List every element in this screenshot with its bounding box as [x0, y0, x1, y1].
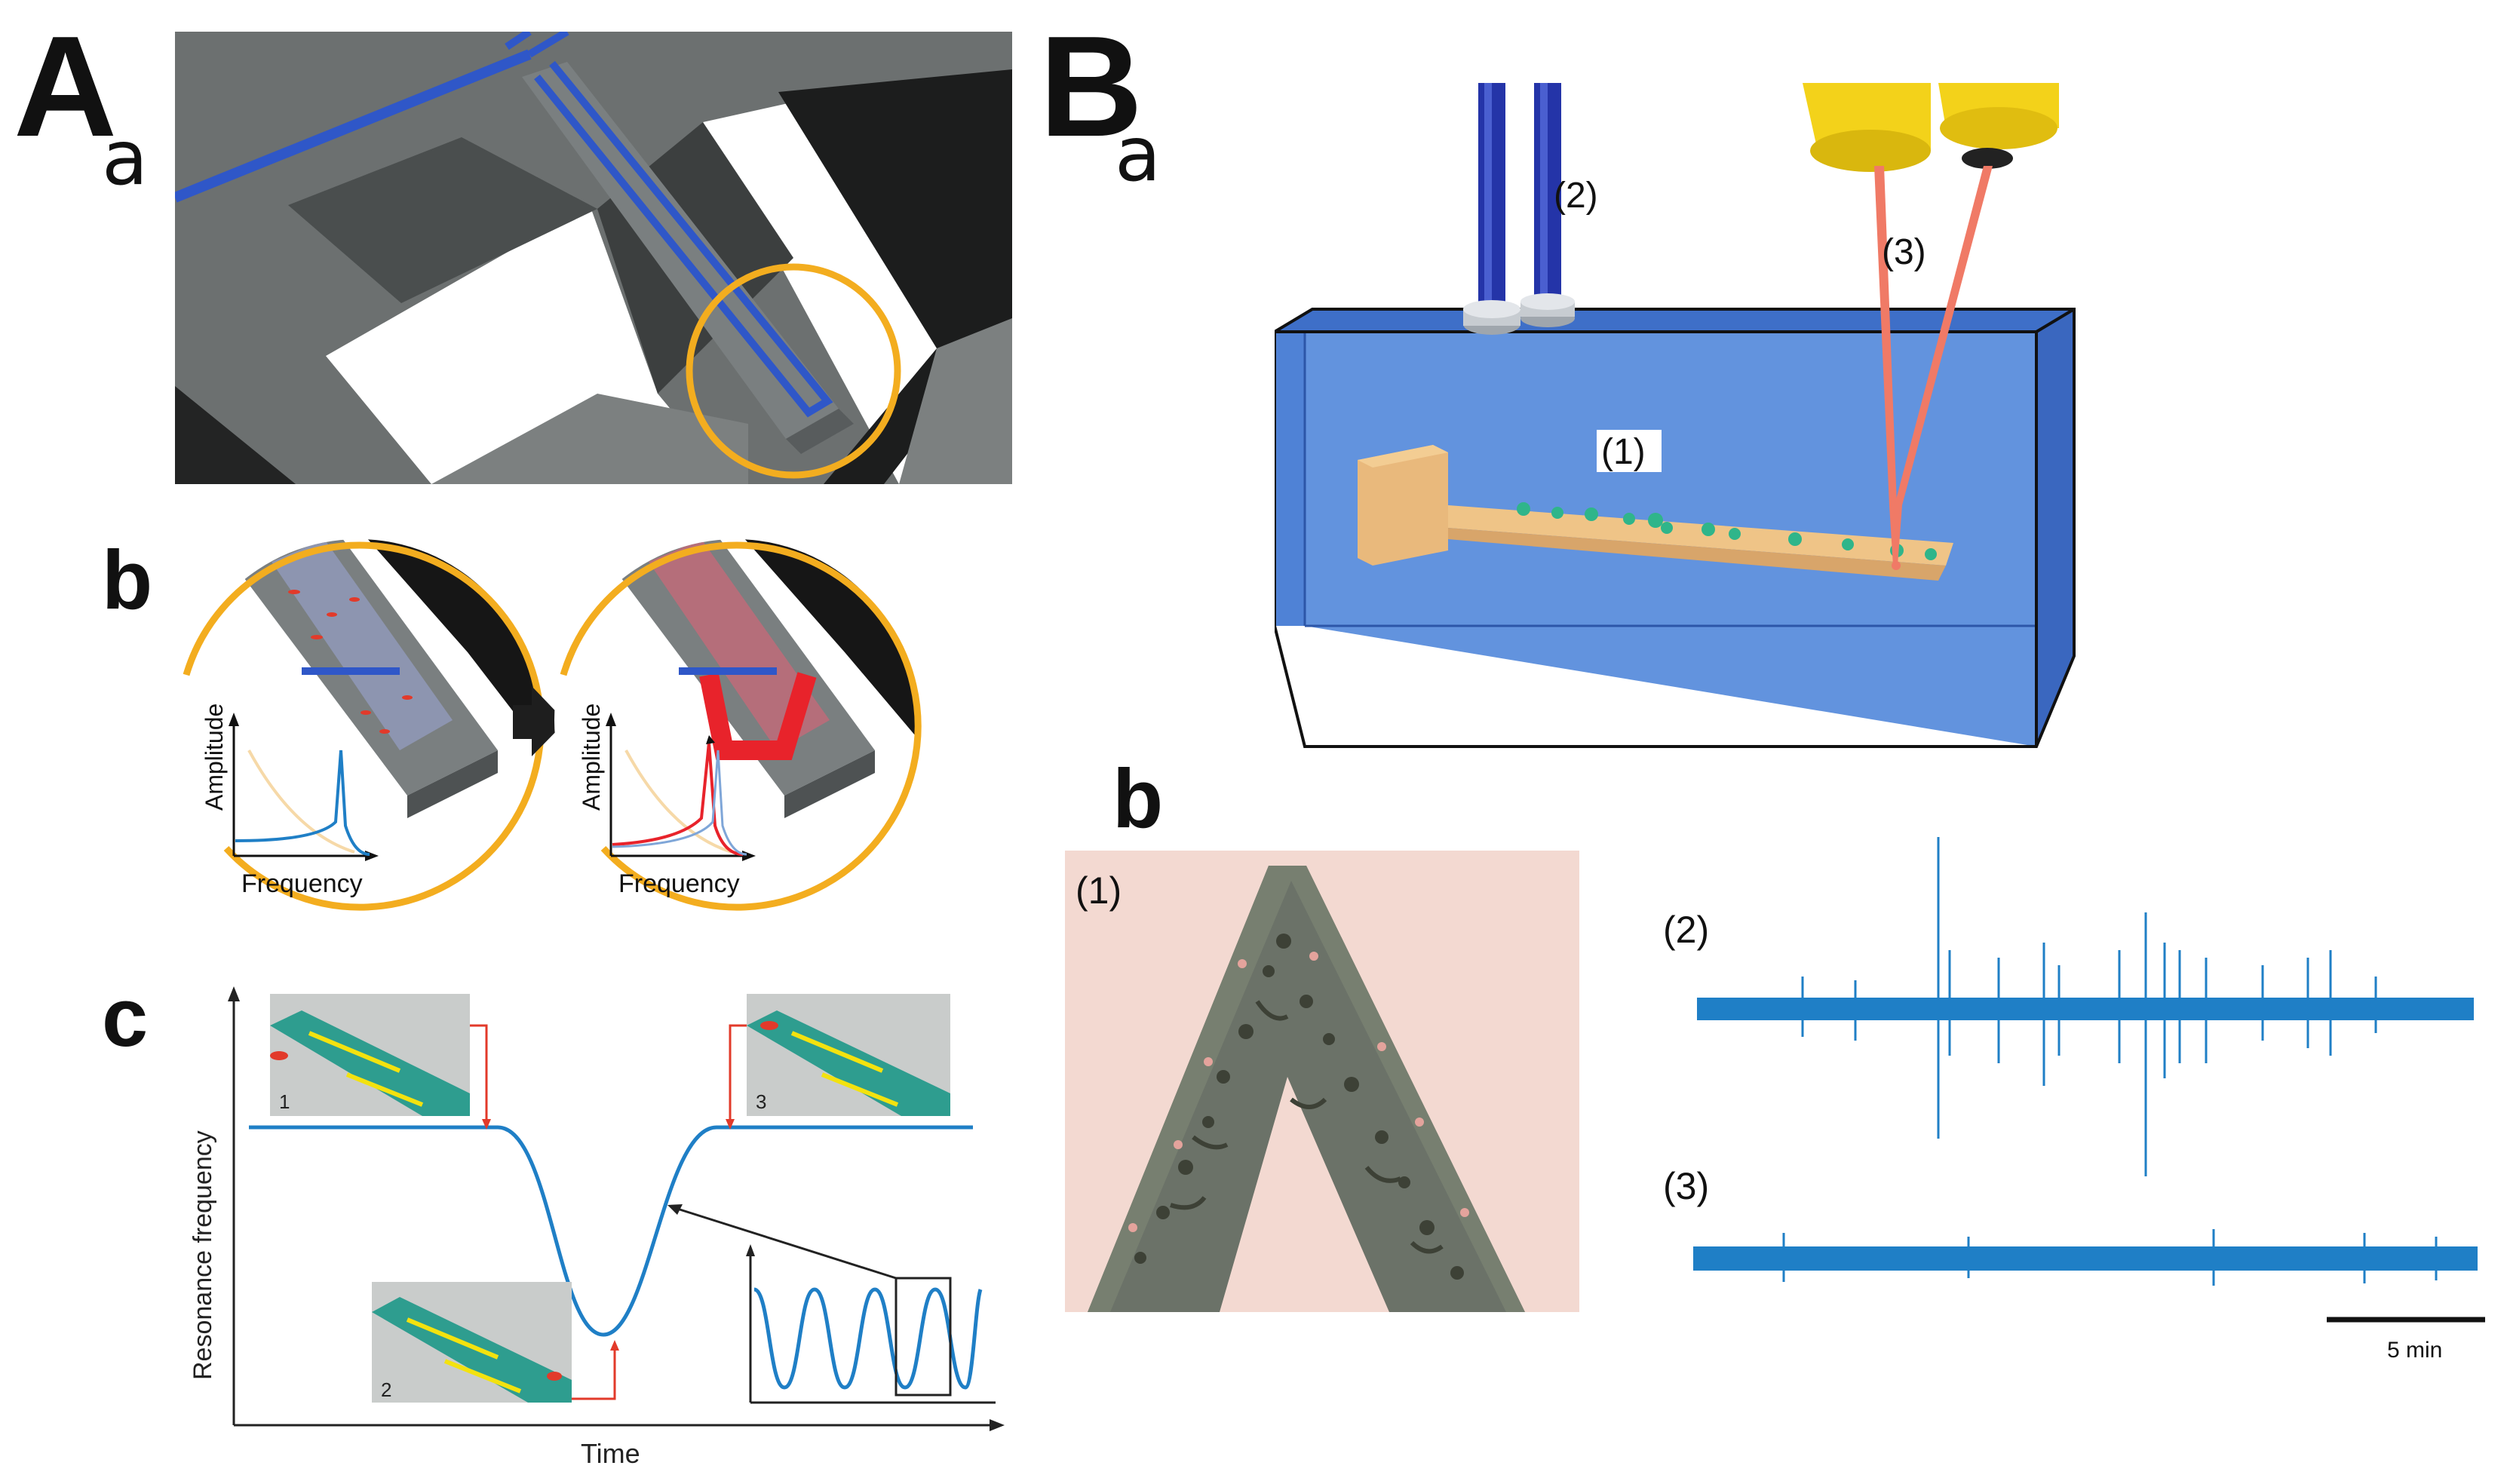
panel-Aa-cantilever-render: [175, 32, 1012, 484]
panel-Bb-label-2: (2): [1663, 909, 1709, 951]
panel-Bb-signal-traces: (2) (3) 5 min: [1663, 837, 2485, 1363]
panel-Bb-trace-3-spikes: [1782, 1229, 2438, 1286]
panel-Ba-label-3: (3): [1882, 232, 1926, 272]
panel-Ab-transition-arrow: [513, 686, 566, 756]
panel-Ac-zoom-pointer: [674, 1207, 897, 1280]
panel-Ab-right-xlabel: Frequency: [618, 869, 740, 898]
panel-A-sub-c: c: [102, 971, 149, 1064]
panel-Ab-right-plot: [606, 713, 756, 861]
panel-Ab-left-xlabel: Frequency: [241, 869, 363, 898]
panel-Ac-resonance-trace: [249, 1125, 973, 1337]
panel-Ac-inset-2-label: 2: [381, 1378, 391, 1401]
panel-Ac-oscillation-inset: [746, 1244, 996, 1404]
panel-Ac-inset-3: 3: [747, 994, 950, 1116]
panel-A-sub-b: b: [102, 534, 153, 627]
panel-Ac-arrow-2: [572, 1346, 616, 1400]
panel-Ba-label-2: (2): [1554, 176, 1598, 216]
panel-Ac-resonance-plot: Resonance frequency Time 1 3 2: [189, 986, 1005, 1469]
panel-B-sub-b: b: [1112, 753, 1164, 845]
panel-Ac-inset-3-label: 3: [756, 1090, 766, 1113]
panel-Bb-scale-bar-label: 5 min: [2387, 1338, 2442, 1363]
panel-Ba-label-1: (1): [1601, 432, 1646, 472]
panel-Ab-left-ylabel: Amplitude: [201, 704, 228, 811]
panel-Bb-trace-3: [1693, 1246, 2478, 1271]
panel-Ba-tank-schematic: (1) (2) (3): [1275, 83, 2076, 748]
panel-B-letter: B: [1039, 7, 1143, 167]
panel-Ab-right-ylabel: Amplitude: [578, 704, 605, 811]
panel-Bb-label-3: (3): [1663, 1165, 1709, 1207]
panel-Ac-xlabel: Time: [581, 1438, 640, 1469]
panel-Bb-label-1: (1): [1076, 869, 1122, 912]
panel-Ac-arrow-3: [729, 1024, 747, 1124]
panel-Bb-trace-2: [1697, 998, 2474, 1020]
panel-A-letter: A: [14, 7, 118, 167]
panel-Ab-zoom-diagram: Amplitude Frequency Amplitude Frequency: [181, 539, 922, 911]
panel-Ac-inset-2: 2: [372, 1282, 572, 1403]
panel-Bb-micrograph: (1): [1065, 851, 1579, 1312]
panel-Ac-inset-1-label: 1: [279, 1090, 290, 1113]
panel-Ac-ylabel: Resonance frequency: [189, 1130, 217, 1380]
panel-Ab-left-plot: [229, 713, 379, 861]
panel-Ac-arrow-1: [470, 1024, 488, 1124]
panel-B-sub-a: a: [1115, 110, 1161, 198]
panel-Bb-trace-2-spikes: [1801, 837, 2377, 1176]
panel-A-sub-a: a: [102, 114, 149, 202]
panel-Ac-inset-1: 1: [270, 994, 470, 1116]
